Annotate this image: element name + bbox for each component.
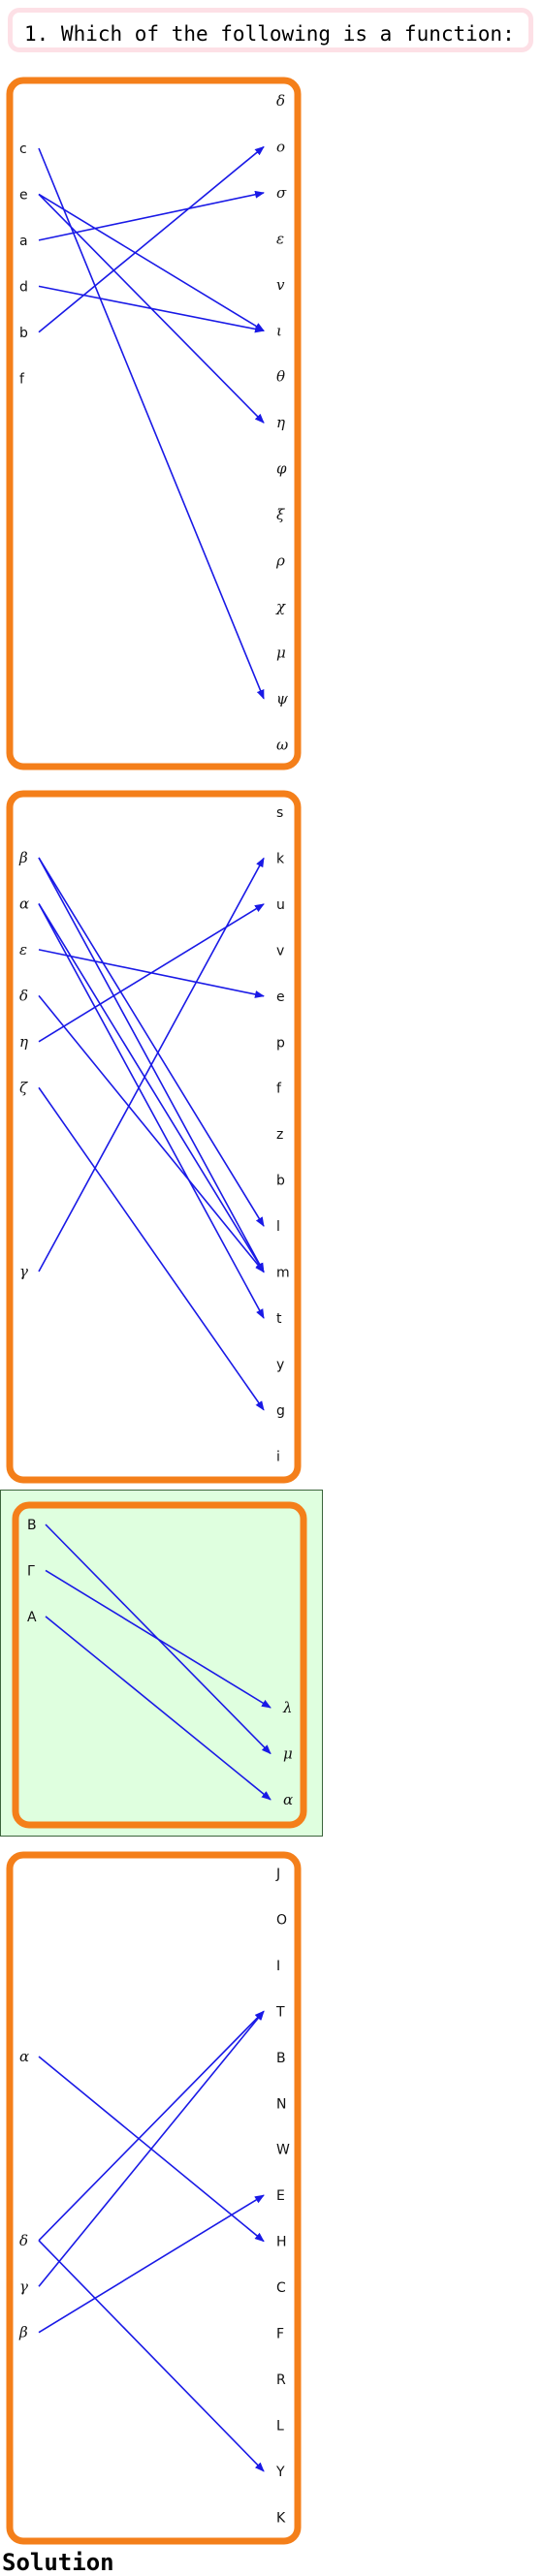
codomain-label: v [276, 276, 285, 294]
mapping-arrow [38, 857, 265, 1227]
codomain-label: I [276, 1959, 280, 1974]
codomain-label: W [276, 2143, 290, 2158]
mapping-arrow [45, 1569, 272, 1709]
option-frame [6, 1851, 302, 2545]
codomain-label: e [276, 990, 285, 1005]
domain-label: γ [19, 1263, 28, 1280]
codomain-label: s [276, 805, 283, 821]
domain-label: β [18, 2324, 28, 2341]
mapping-arrow [45, 1616, 272, 1801]
option-frame [6, 77, 302, 770]
codomain-label: p [276, 1035, 285, 1051]
option-frame [12, 1501, 307, 1829]
codomain-label: Y [275, 2465, 285, 2480]
codomain-label: J [275, 1867, 280, 1882]
codomain-label: m [276, 1266, 290, 1281]
codomain-label: ρ [275, 552, 285, 570]
codomain-label: θ [276, 368, 285, 386]
codomain-label: O [276, 1912, 287, 1928]
codomain-label: φ [276, 460, 287, 478]
mapping-arrow [38, 2010, 265, 2242]
mapping-arrow [38, 2010, 265, 2287]
mapping-arrow [38, 2240, 265, 2472]
question-text: 1. Which of the following is a function: [24, 22, 515, 46]
solution-heading: Solution [2, 2549, 114, 2576]
codomain-label: y [276, 1357, 284, 1372]
codomain-label: μ [276, 644, 286, 661]
mapping-arrow [38, 285, 265, 333]
option-frame [6, 790, 302, 1484]
codomain-label: ω [276, 736, 288, 753]
domain-label: e [19, 187, 28, 203]
codomain-label: z [276, 1127, 283, 1143]
mapping-arrow [38, 1086, 265, 1411]
domain-label: α [19, 2048, 29, 2065]
domain-label: γ [19, 2278, 28, 2295]
codomain-label: t [276, 1311, 282, 1327]
codomain-label: F [276, 2327, 284, 2342]
codomain-label: δ [276, 92, 285, 110]
codomain-label: K [276, 2510, 286, 2526]
codomain-label: T [275, 2004, 285, 2020]
codomain-label: ε [276, 230, 284, 247]
codomain-label: R [276, 2372, 286, 2388]
codomain-label: g [276, 1403, 285, 1419]
codomain-label: b [276, 1174, 285, 1189]
codomain-label: σ [276, 184, 287, 202]
domain-label: c [19, 141, 27, 157]
codomain-label: k [276, 851, 285, 866]
codomain-label: v [276, 943, 284, 958]
codomain-label: H [276, 2235, 287, 2250]
codomain-label: η [276, 414, 285, 431]
domain-label: ζ [19, 1079, 28, 1096]
codomain-label: u [276, 897, 285, 913]
domain-label: α [19, 895, 29, 912]
codomain-label: χ [275, 598, 286, 615]
selected-highlight [0, 1490, 323, 1837]
mapping-arrow [38, 2194, 265, 2334]
codomain-label: B [276, 2051, 286, 2066]
domain-label: ε [19, 941, 27, 958]
mapping-arrow [38, 193, 265, 331]
codomain-label: l [276, 1219, 280, 1235]
domain-label: Γ [27, 1563, 35, 1579]
mapping-arrow [38, 857, 265, 1272]
domain-label: δ [19, 987, 28, 1004]
mapping-arrow [38, 903, 265, 1319]
codomain-label: L [276, 2418, 284, 2434]
codomain-label: o [276, 138, 285, 155]
question-box: 1. Which of the following is a function: [8, 8, 533, 52]
domain-label: η [19, 1033, 28, 1051]
domain-label: δ [19, 2232, 28, 2249]
mapping-arrow [38, 190, 265, 241]
codomain-label: C [276, 2280, 286, 2296]
codomain-label: E [276, 2188, 285, 2204]
mapping-arrow [38, 145, 265, 333]
codomain-label: μ [283, 1744, 293, 1762]
codomain-label: f [276, 1082, 282, 1097]
domain-label: β [18, 849, 28, 866]
domain-label: a [19, 234, 28, 249]
codomain-label: i [276, 1449, 280, 1464]
mapping-arrow [38, 147, 265, 700]
domain-label: B [27, 1518, 37, 1533]
domain-label: f [19, 371, 25, 387]
domain-label: A [27, 1610, 37, 1625]
codomain-label: ψ [276, 690, 288, 707]
mapping-arrow [38, 903, 265, 1273]
codomain-label: λ [282, 1699, 293, 1716]
codomain-label: ξ [276, 506, 285, 523]
mapping-arrow [38, 994, 265, 1273]
codomain-label: N [276, 2096, 286, 2112]
domain-label: b [19, 326, 28, 341]
codomain-label: ι [276, 322, 282, 339]
domain-label: d [19, 279, 28, 295]
codomain-label: α [283, 1791, 293, 1808]
